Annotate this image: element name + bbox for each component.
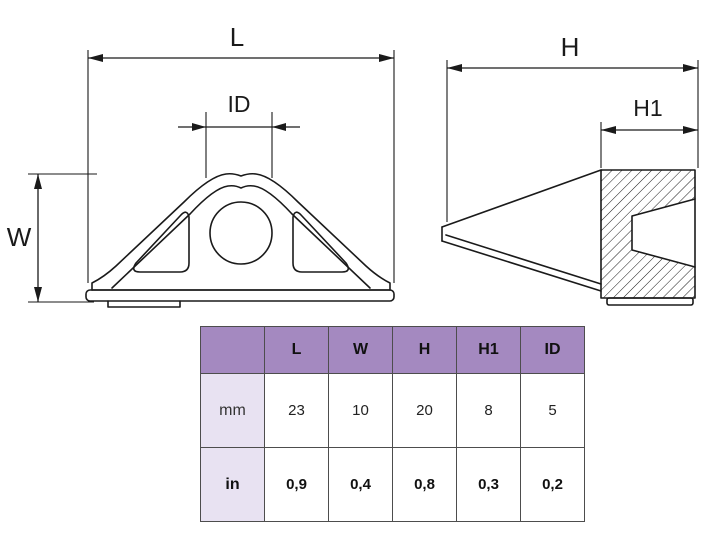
length-label: L <box>230 22 244 52</box>
height1-label: H1 <box>633 95 662 121</box>
center-hole <box>209 201 273 265</box>
table-header-cell: ID <box>520 326 585 374</box>
table-header-cell: H1 <box>456 326 521 374</box>
table-row-in: in 0,9 0,4 0,8 0,3 0,2 <box>200 447 585 522</box>
table-cell: 5 <box>520 373 585 448</box>
dimension-height: H <box>446 32 699 222</box>
table-cell: 0,9 <box>264 447 329 522</box>
table-cell: 0,4 <box>328 447 393 522</box>
table-row-mm: mm 23 10 20 8 5 <box>200 373 585 448</box>
table-header-cell <box>200 326 265 374</box>
height-label: H <box>561 32 580 62</box>
table-cell: 0,3 <box>456 447 521 522</box>
clamp-side-outline <box>441 169 696 306</box>
table-cell: 8 <box>456 373 521 448</box>
inner-diameter-label: ID <box>228 91 251 117</box>
table-cell: 10 <box>328 373 393 448</box>
hatched-section <box>601 170 695 298</box>
side-view-drawing: H H1 <box>441 32 699 306</box>
table-cell: 0,2 <box>520 447 585 522</box>
width-label: W <box>7 222 32 252</box>
dimension-width: W <box>7 173 97 303</box>
table-header-row: L W H H1 ID <box>200 326 585 374</box>
table-cell: 0,8 <box>392 447 457 522</box>
table-header-cell: L <box>264 326 329 374</box>
dimension-inner-diameter: ID <box>178 91 300 178</box>
clamp-front-outline <box>85 172 395 308</box>
dimension-table: L W H H1 ID mm 23 10 20 8 5 in 0,9 0,4 0… <box>200 326 585 522</box>
table-header-cell: W <box>328 326 393 374</box>
table-cell: 20 <box>392 373 457 448</box>
table-cell: 23 <box>264 373 329 448</box>
front-view-drawing: L ID W <box>7 22 395 308</box>
dimension-length: L <box>87 22 395 283</box>
dimension-height1: H1 <box>600 95 698 168</box>
row-label-cell: mm <box>200 373 265 448</box>
row-label-cell: in <box>200 447 265 522</box>
table-header-cell: H <box>392 326 457 374</box>
